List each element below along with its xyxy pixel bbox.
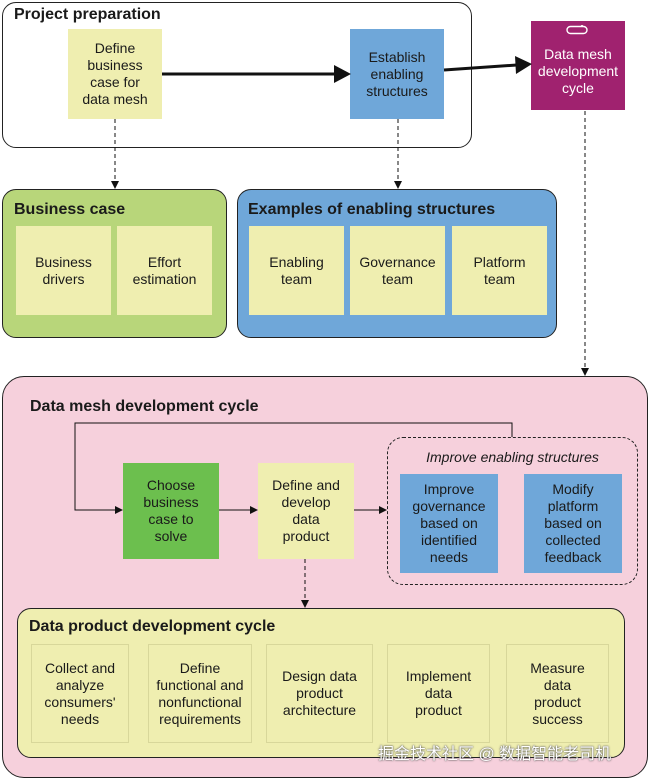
arrow-establish-to-cycle xyxy=(443,56,532,74)
improve-enabling-title: Improve enabling structures xyxy=(426,449,599,465)
feedback-loop-arrow xyxy=(74,422,513,514)
governance-team-box: Governance team xyxy=(350,226,445,315)
platform-team-box: Platform team xyxy=(452,226,547,315)
cycle-icon xyxy=(566,25,588,35)
product-cycle-title: Data product development cycle xyxy=(29,618,276,635)
enabling-team-box: Enabling team xyxy=(249,226,344,315)
establish-enabling-structures-box: Establish enabling structures xyxy=(350,29,444,119)
modify-platform-box: Modify platform based on collected feedb… xyxy=(524,474,622,573)
effort-estimation-box: Effort estimation xyxy=(117,226,212,315)
data-mesh-development-cycle-box: Data mesh development cycle xyxy=(531,21,625,110)
choose-business-case-box: Choose business case to solve xyxy=(123,463,219,559)
watermark-text: 掘金技术社区 @ 数据智能老司机 xyxy=(378,746,612,763)
project-preparation-title: Project preparation xyxy=(14,6,161,23)
define-requirements-box: Define functional and nonfunctional requ… xyxy=(148,644,252,743)
data-mesh-cycle-label: Data mesh development cycle xyxy=(537,46,619,96)
dev-cycle-title: Data mesh development cycle xyxy=(30,398,259,415)
design-architecture-box: Design data product architecture xyxy=(266,644,373,743)
business-case-title: Business case xyxy=(14,201,126,218)
business-drivers-box: Business drivers xyxy=(16,226,111,315)
improve-enabling-group xyxy=(387,437,638,585)
enabling-structures-title: Examples of enabling structures xyxy=(248,201,496,218)
define-business-case-box: Define business case for data mesh xyxy=(68,29,162,119)
collect-needs-box: Collect and analyze consumers' needs xyxy=(31,644,129,743)
measure-success-box: Measure data product success xyxy=(506,644,609,743)
arrow-define-to-establish xyxy=(162,65,351,83)
define-develop-product-box: Define and develop data product xyxy=(258,463,354,559)
implement-product-box: Implement data product xyxy=(387,644,490,743)
improve-governance-box: Improve governance based on identified n… xyxy=(400,474,498,573)
